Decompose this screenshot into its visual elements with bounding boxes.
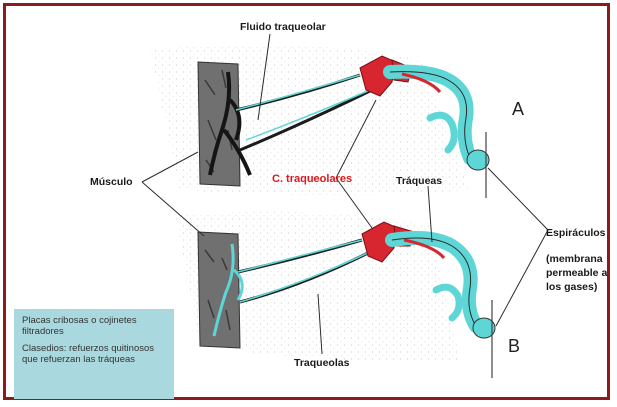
legend-line-1: Placas cribosas o cojinetes filtradores [22,315,166,337]
panel-a-letter: A [512,99,524,119]
label-c-traqueolares: C. traqueolares [272,173,352,185]
legend-line-2: Clasedios: refuerzos quitinosos que refu… [22,343,166,365]
muscle-block-a [198,62,240,186]
label-traqueolas: Traqueolas [294,357,350,369]
label-fluido-traqueolar: Fluido traqueolar [240,21,326,33]
label-traqueas: Tráqueas [396,175,442,187]
label-membrana-2: permeable a [546,267,607,279]
label-musculo: Músculo [90,176,133,188]
legend-box: Placas cribosas o cojinetes filtradores … [14,309,174,399]
label-membrana-3: los gases) [546,281,597,293]
label-espiraculos: Espiráculos [546,227,606,239]
panel-b-letter: B [508,336,520,356]
label-membrana-1: (membrana [546,253,603,265]
